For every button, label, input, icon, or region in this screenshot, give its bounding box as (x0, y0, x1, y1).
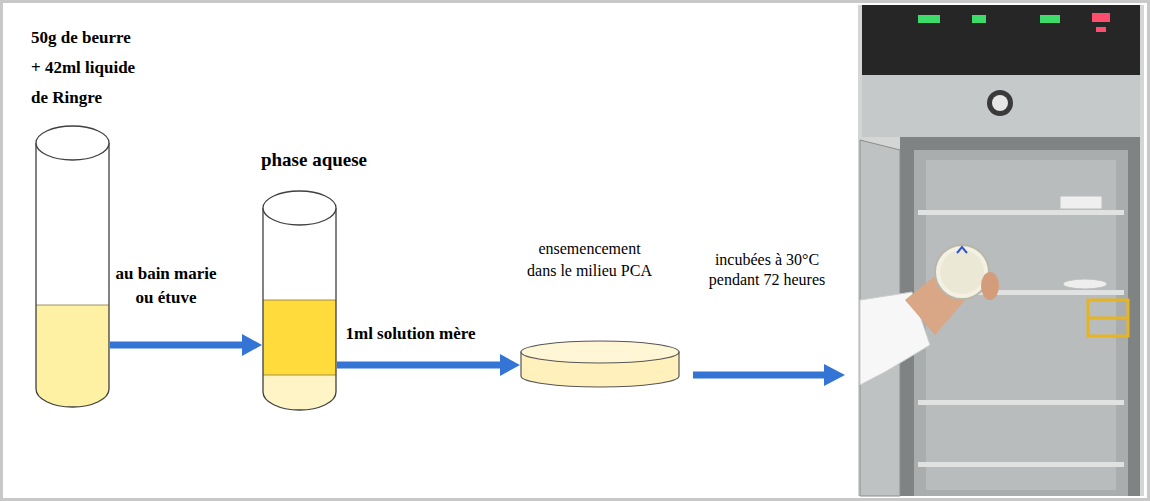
display-panel (862, 5, 1140, 75)
test-tube: phase aquese (262, 190, 337, 410)
liquid-level (263, 375, 336, 376)
shelf (918, 210, 1124, 215)
held-petri-dish (940, 250, 984, 294)
petri-dish (1063, 279, 1107, 289)
display-reading (1040, 15, 1060, 23)
liquid-level (36, 305, 109, 306)
tube-wall (263, 208, 336, 410)
dish-heading: ensemencement dans le milieu PCA (523, 238, 656, 282)
shelf (918, 400, 1124, 405)
tube-heading: phase aquese (248, 148, 380, 172)
liquid (263, 300, 336, 375)
liquid-level (263, 300, 336, 301)
dish-outline (520, 340, 680, 388)
control-panel (862, 75, 1140, 137)
held-petri-dish (935, 245, 989, 299)
petri-stack (1060, 196, 1102, 209)
tube-heading: 50g de beurre + 42ml liquide de Ringre (31, 23, 141, 113)
incubator-interior (914, 150, 1128, 496)
liquid (263, 392, 336, 410)
incubator-photo (858, 5, 1144, 496)
control-knob (992, 95, 1008, 111)
process-arrow (693, 364, 845, 386)
display-reading (1096, 27, 1106, 32)
tube-outline (35, 125, 110, 407)
process-arrow (337, 362, 508, 369)
tube-mouth (36, 126, 109, 160)
display-reading (972, 15, 986, 23)
test-tube: 50g de beurre + 42ml liquide de Ringre (35, 125, 110, 407)
tube-wall (36, 143, 109, 407)
thumb (981, 272, 999, 300)
tube-rack (1088, 317, 1128, 320)
control-knob (987, 90, 1013, 116)
tube-outline (262, 190, 337, 410)
display-reading (918, 15, 940, 23)
edge-label: au bain marie ou étuve (109, 262, 223, 310)
wall (858, 5, 1144, 496)
shelf (918, 462, 1124, 467)
liquid (263, 375, 336, 392)
tube-rack (1088, 300, 1128, 336)
liquid (36, 305, 109, 389)
display-reading (1092, 13, 1110, 22)
arrow-head (824, 364, 845, 386)
step-note: incubées à 30°C pendant 72 heures (692, 250, 842, 290)
dish-mark (957, 247, 967, 253)
edge-label: 1ml solution mère (336, 323, 486, 345)
door-frame (900, 137, 1140, 496)
dish-top (521, 341, 679, 363)
petri-dish: ensemencement dans le milieu PCA (520, 340, 680, 388)
arrow-shaft (693, 372, 826, 379)
liquid (36, 389, 109, 407)
process-arrow (110, 342, 250, 349)
tube-mouth (263, 191, 336, 225)
